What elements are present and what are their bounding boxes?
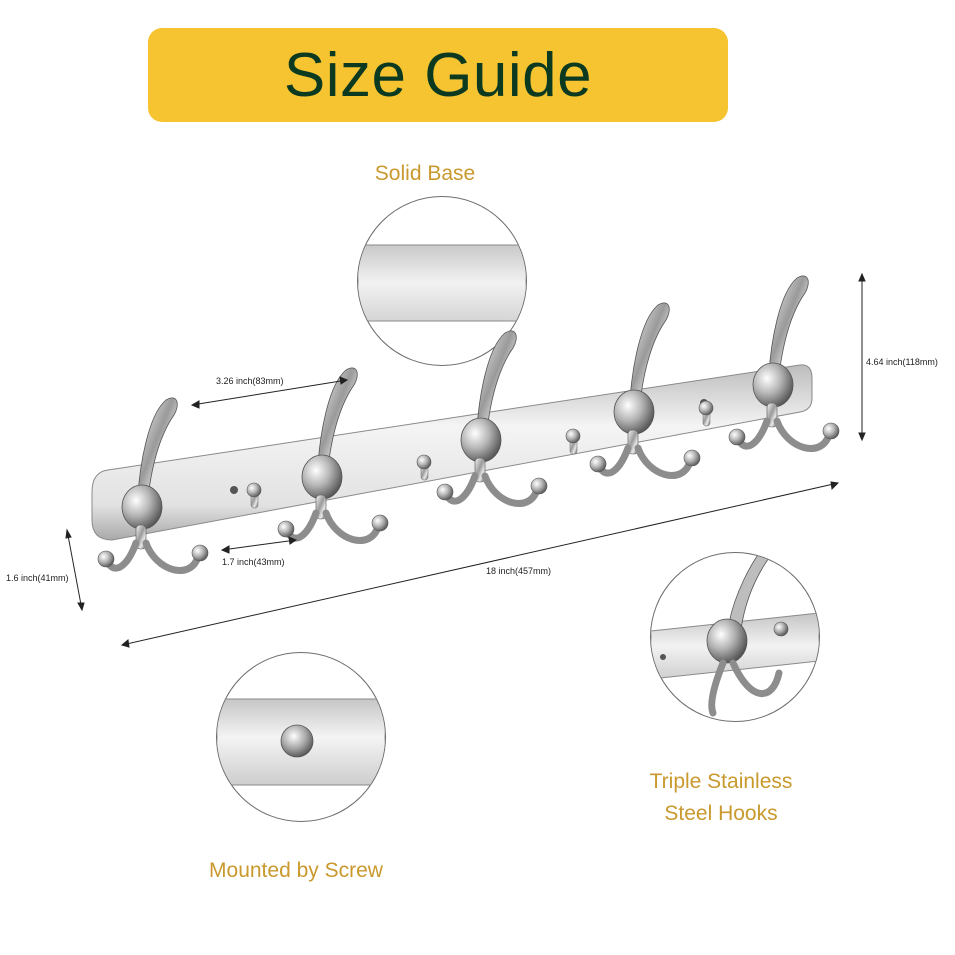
size-guide-banner: Size Guide (148, 28, 728, 122)
dim-length: 18 inch(457mm) (486, 566, 552, 576)
zoom-circle-mounted-screw (216, 652, 386, 822)
triple-hooks-closeup-image (651, 553, 819, 717)
dim-small-spacing: 1.7 inch(43mm) (222, 557, 285, 567)
label-triple-hooks-line1: Triple Stainless (649, 770, 793, 793)
solid-base-closeup-image (358, 244, 526, 322)
label-triple-hooks-line2: Steel Hooks (664, 802, 778, 825)
dim-height: 4.64 inch(118mm) (866, 357, 938, 367)
label-solid-base: Solid Base (374, 162, 476, 185)
label-triple-hooks: Triple Stainless Steel Hooks (612, 766, 830, 830)
page-title: Size Guide (283, 40, 593, 110)
screw-closeup-image (217, 698, 385, 786)
zoom-circle-triple-hooks (650, 552, 820, 722)
label-mounted-by-screw: Mounted by Screw (209, 859, 383, 882)
zoom-circle-solid-base (357, 196, 527, 366)
dimension-lines (65, 272, 866, 648)
screw-icon (280, 724, 314, 758)
dim-hook-spacing: 3.26 inch(83mm) (216, 376, 284, 386)
dim-base-height: 1.6 inch(41mm) (6, 573, 69, 583)
